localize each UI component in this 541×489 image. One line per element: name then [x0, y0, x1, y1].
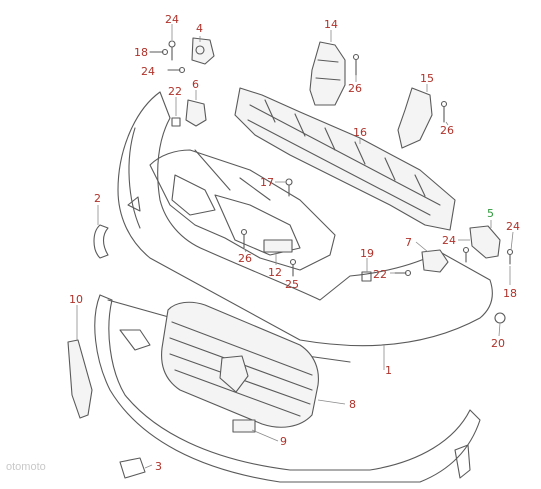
callout-24c: 24 [442, 234, 456, 247]
callout-12: 12 [268, 266, 282, 279]
callout-26b: 26 [440, 124, 454, 137]
part-3 [119, 444, 471, 479]
callout-14: 14 [324, 18, 338, 31]
callout-22a: 22 [168, 85, 182, 98]
callout-4: 4 [196, 22, 203, 35]
callout-25: 25 [285, 278, 299, 291]
callout-18b: 18 [503, 287, 517, 300]
callout-18a: 18 [134, 46, 148, 59]
bracket-right-upper [397, 87, 433, 149]
callout-17: 17 [260, 176, 274, 189]
bracket-5 [469, 225, 501, 259]
callout-19: 19 [360, 247, 374, 260]
callout-6: 6 [192, 78, 199, 91]
callout-26a: 26 [348, 82, 362, 95]
watermark: otomoto [6, 461, 46, 473]
callout-9: 9 [280, 435, 287, 448]
bracket-7 [421, 249, 449, 273]
callout-24b: 24 [141, 65, 155, 78]
callout-24a: 24 [165, 13, 179, 26]
sensor-bracket-4 [191, 37, 215, 65]
callout-24d: 24 [506, 220, 520, 233]
bumper-cover [117, 91, 493, 347]
callout-1: 1 [385, 364, 392, 377]
clip-9 [232, 419, 256, 433]
callout-10: 10 [69, 293, 83, 306]
bracket-left-upper [309, 41, 346, 106]
front-grille [161, 301, 319, 428]
upper-grille-frame [149, 149, 336, 271]
callout-7: 7 [405, 236, 412, 249]
emblem-plate [263, 239, 293, 253]
callout-16: 16 [353, 126, 367, 139]
callout-15: 15 [420, 72, 434, 85]
callout-26c: 26 [238, 252, 252, 265]
reflector-left [67, 339, 93, 419]
callout-5: 5 [487, 207, 494, 220]
callout-2: 2 [94, 192, 101, 205]
leader-lines [76, 24, 514, 469]
reinforcement-bar [234, 87, 456, 231]
callout-labels: 24 4 18 24 6 22 14 26 15 26 16 17 2 26 1… [69, 13, 520, 473]
callout-3: 3 [155, 460, 162, 473]
callout-8: 8 [349, 398, 356, 411]
callout-22b: 22 [373, 268, 387, 281]
sensor-bracket-6 [185, 99, 207, 127]
side-trim-left [93, 224, 109, 259]
callout-20: 20 [491, 337, 505, 350]
